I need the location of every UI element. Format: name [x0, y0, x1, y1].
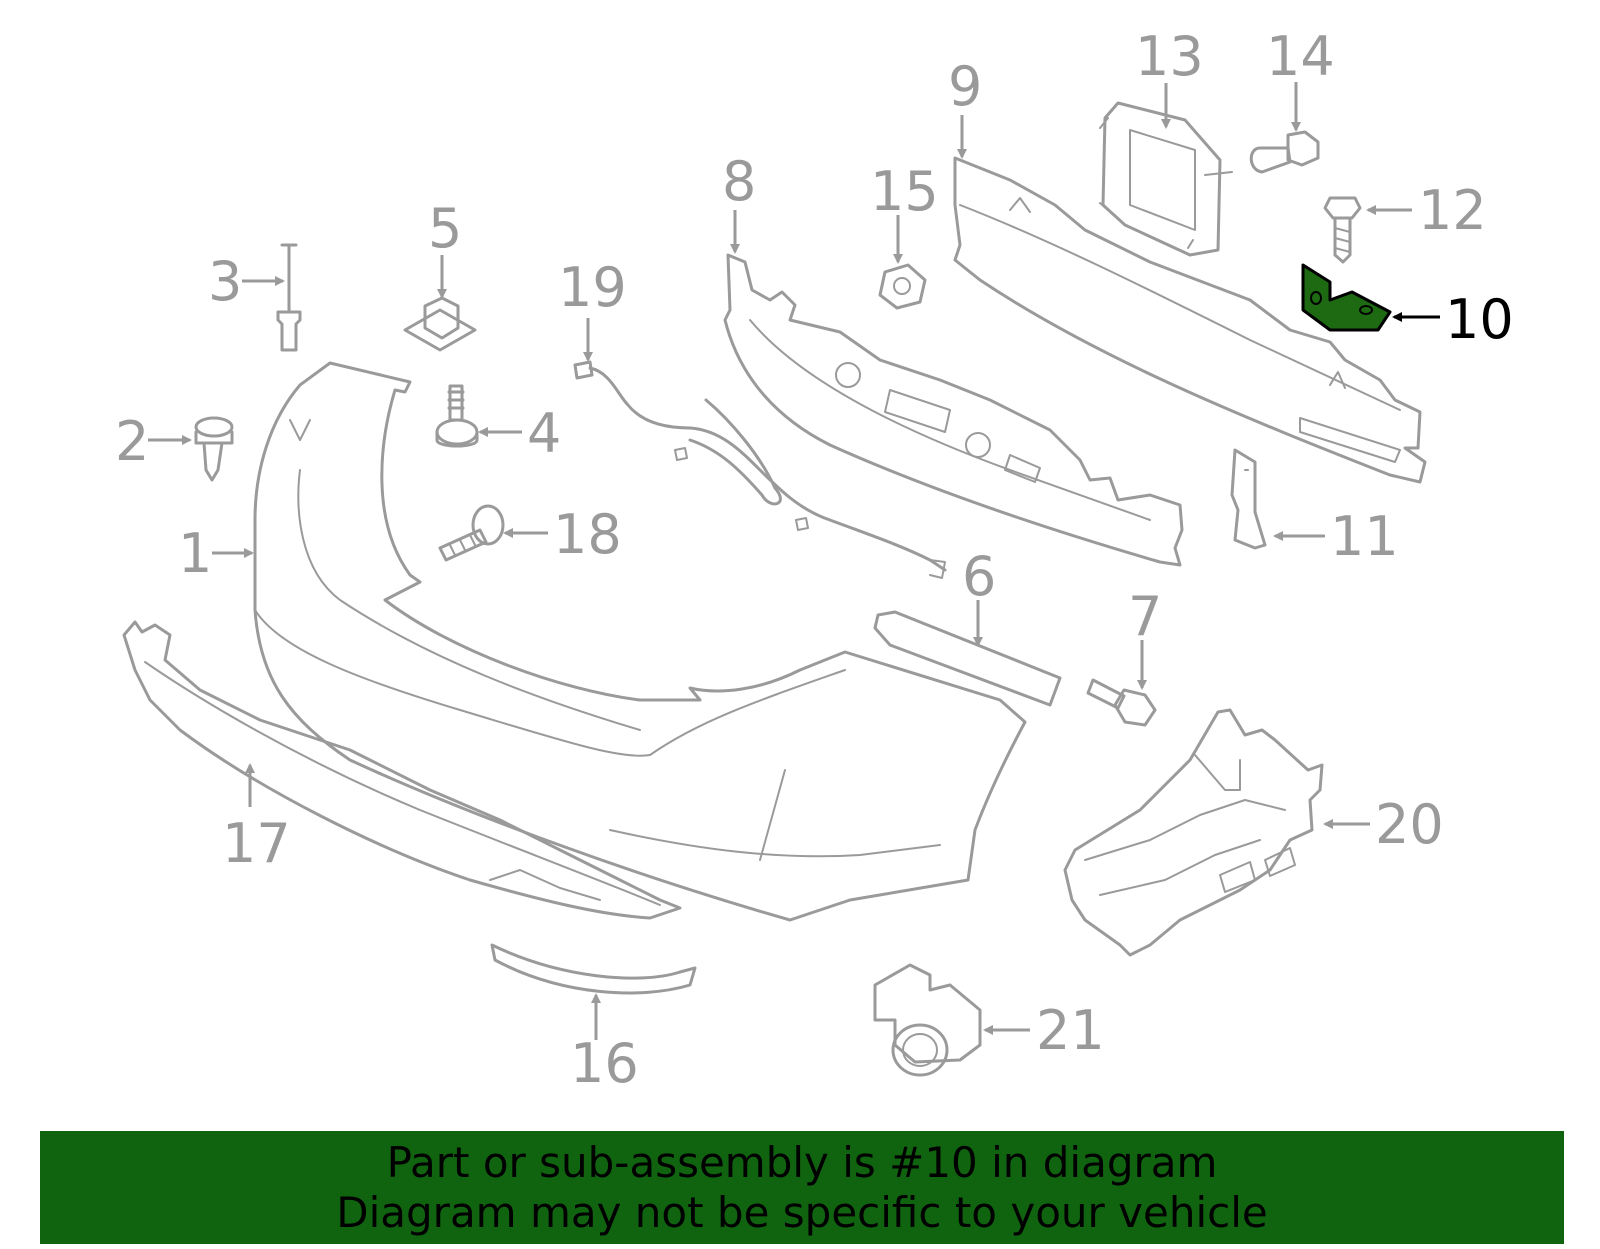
callout-5: 5 — [428, 197, 462, 260]
part-14-bolt — [1249, 130, 1320, 174]
banner-line-2: Diagram may not be specific to your vehi… — [336, 1187, 1268, 1237]
info-banner: Part or sub-assembly is #10 in diagram D… — [40, 1131, 1564, 1244]
callout-16: 16 — [570, 1032, 639, 1095]
part-21-sensor — [873, 963, 982, 1077]
callout-11: 11 — [1330, 505, 1399, 568]
part-2-push-clip — [194, 416, 234, 482]
callout-15: 15 — [870, 160, 939, 223]
callout-1: 1 — [178, 522, 212, 585]
part-18-bolt — [438, 504, 505, 562]
part-13-plate — [1099, 101, 1233, 257]
part-1-bumper-cover — [253, 361, 1027, 922]
callout-7: 7 — [1128, 585, 1162, 648]
callout-6: 6 — [962, 545, 996, 608]
part-10-bracket — [1301, 263, 1392, 332]
part-7-bolt — [1086, 678, 1157, 727]
part-11-bracket — [1230, 448, 1267, 550]
callout-18: 18 — [553, 503, 622, 566]
callout-10: 10 — [1445, 288, 1514, 351]
callout-2: 2 — [115, 410, 149, 473]
part-17-valance — [122, 620, 682, 920]
callout-19: 19 — [558, 256, 627, 319]
part-16-molding — [490, 943, 697, 995]
callout-17: 17 — [222, 812, 291, 875]
part-12-screw — [1323, 196, 1362, 264]
callout-9: 9 — [948, 55, 982, 118]
callout-14: 14 — [1266, 25, 1335, 88]
part-3-pin — [276, 243, 302, 352]
part-5-clip — [403, 296, 477, 352]
part-20-cover — [1063, 708, 1324, 957]
callout-21: 21 — [1036, 999, 1105, 1062]
callout-4: 4 — [527, 402, 561, 465]
part-15-nut — [878, 263, 927, 310]
part-19-harness — [573, 360, 947, 579]
callout-3: 3 — [208, 250, 242, 313]
callout-12: 12 — [1418, 179, 1487, 242]
callout-20: 20 — [1375, 793, 1444, 856]
part-4-bolt — [435, 384, 479, 448]
callout-13: 13 — [1135, 25, 1204, 88]
banner-line-1: Part or sub-assembly is #10 in diagram — [386, 1137, 1218, 1187]
part-6-strip — [873, 610, 1062, 707]
part-8-absorber — [723, 253, 1184, 567]
part-9-reinforcement — [953, 156, 1427, 484]
callout-8: 8 — [722, 150, 756, 213]
